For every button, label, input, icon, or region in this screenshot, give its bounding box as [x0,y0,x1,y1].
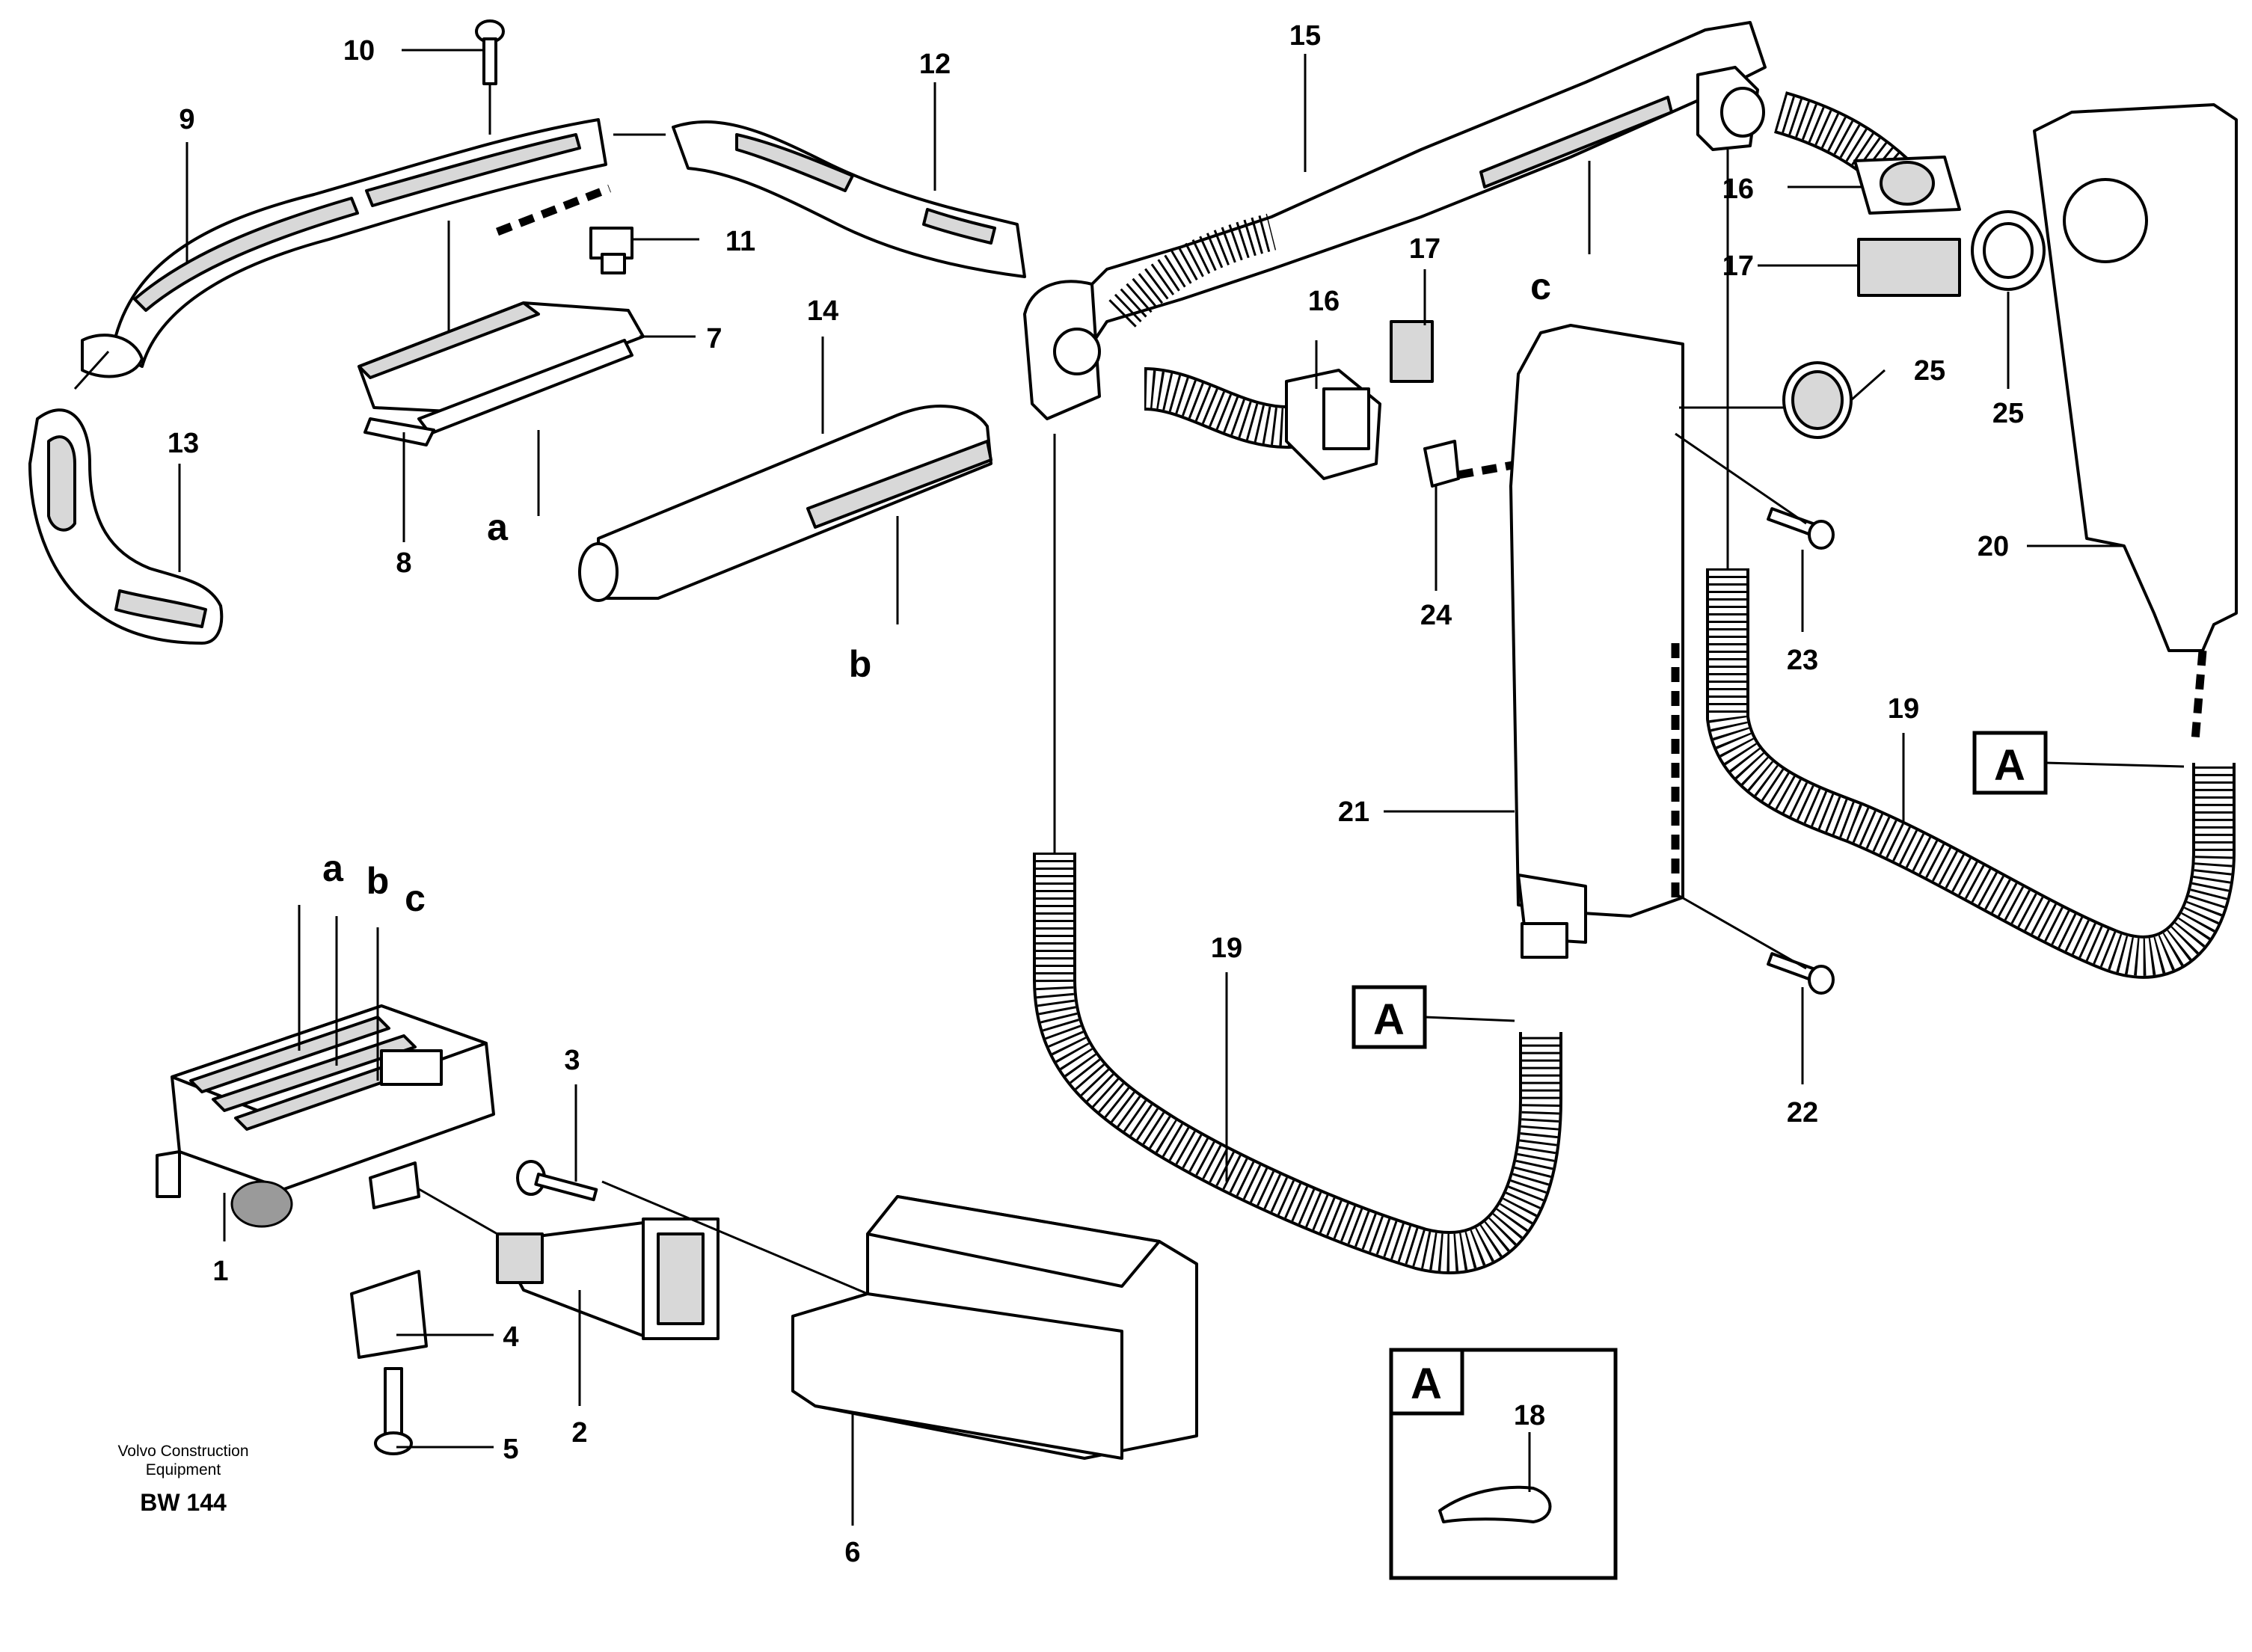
detail-tag-box: A [1411,1360,1442,1408]
screw-10 [475,19,505,85]
grille-17-left [1390,320,1434,383]
reference-c-unit: c [405,877,426,919]
panel-20 [2033,103,2238,652]
callout-5: 5 [503,1434,518,1465]
callout-20: 20 [1978,531,2009,562]
bracket-4 [350,1270,428,1359]
callout-2: 2 [571,1417,587,1449]
screw-23 [1767,507,1835,550]
cable-tie-18 [1438,1485,1552,1523]
clip-8 [363,417,435,446]
callout-21: 21 [1338,796,1369,828]
callout-16-right: 16 [1722,174,1754,205]
callout-1: 1 [212,1256,228,1287]
reference-b-unit: b [366,860,390,902]
reference-b-top: b [849,643,872,685]
callout-3: 3 [564,1045,580,1076]
heater-unit-1 [156,1004,495,1228]
callout-25-left: 25 [1914,355,1945,387]
drawing-code: BW 144 [140,1489,227,1516]
callout-19-left: 19 [1211,933,1242,964]
duct-6 [791,1195,1198,1460]
grille-17-right [1857,238,1961,297]
callout-11: 11 [725,226,755,257]
callout-16-left: 16 [1308,286,1340,317]
ring-25-right [1971,210,2046,291]
screw-22 [1767,952,1835,995]
screw-5 [374,1367,413,1455]
reference-a-top: a [487,506,509,548]
detail-box-a: A 18 [1389,1348,1618,1580]
credit-line-1: Volvo Construction [117,1443,248,1460]
detail-tag-hose-left: A [1351,985,1515,1049]
callout-6: 6 [844,1537,860,1568]
duct-12 [672,120,1026,278]
nozzle-7 [358,301,645,435]
callout-14: 14 [807,295,838,327]
duct-14 [578,405,992,602]
callout-17-left: 17 [1409,233,1441,265]
callout-23: 23 [1787,645,1818,676]
reference-c-top: c [1530,265,1551,307]
callout-18: 18 [1514,1400,1545,1431]
detail-tag-hose-right: A [1972,731,2185,795]
duct-15 [1023,21,1767,420]
clip-11 [589,227,633,274]
callout-8: 8 [396,547,411,579]
callout-15: 15 [1289,20,1321,52]
callout-25-right: 25 [1992,398,2024,429]
callout-17-right: 17 [1722,251,1754,282]
hose-adapter-16-left [1285,369,1381,480]
credit-line-2: Equipment [146,1461,221,1478]
callout-22: 22 [1787,1097,1818,1129]
callout-4: 4 [503,1321,518,1353]
callout-13: 13 [168,428,199,459]
callout-19-right: 19 [1888,693,1919,725]
duct-13 [28,408,224,645]
callout-9: 9 [179,104,194,135]
callout-10: 10 [343,35,375,67]
nozzle-16-right [1853,156,1961,215]
svg-text:A: A [1994,741,2025,790]
ring-25-left [1782,361,1853,439]
duct-9 [81,118,607,378]
callout-7: 7 [706,323,722,354]
reference-a-unit: a [322,847,344,889]
svg-text:A: A [1373,995,1405,1044]
panel-21 [1509,324,1684,959]
clip-24 [1423,440,1460,488]
callout-24: 24 [1420,600,1452,631]
screw-3 [516,1160,598,1202]
callout-12: 12 [919,49,951,80]
adapter-2 [496,1217,720,1340]
